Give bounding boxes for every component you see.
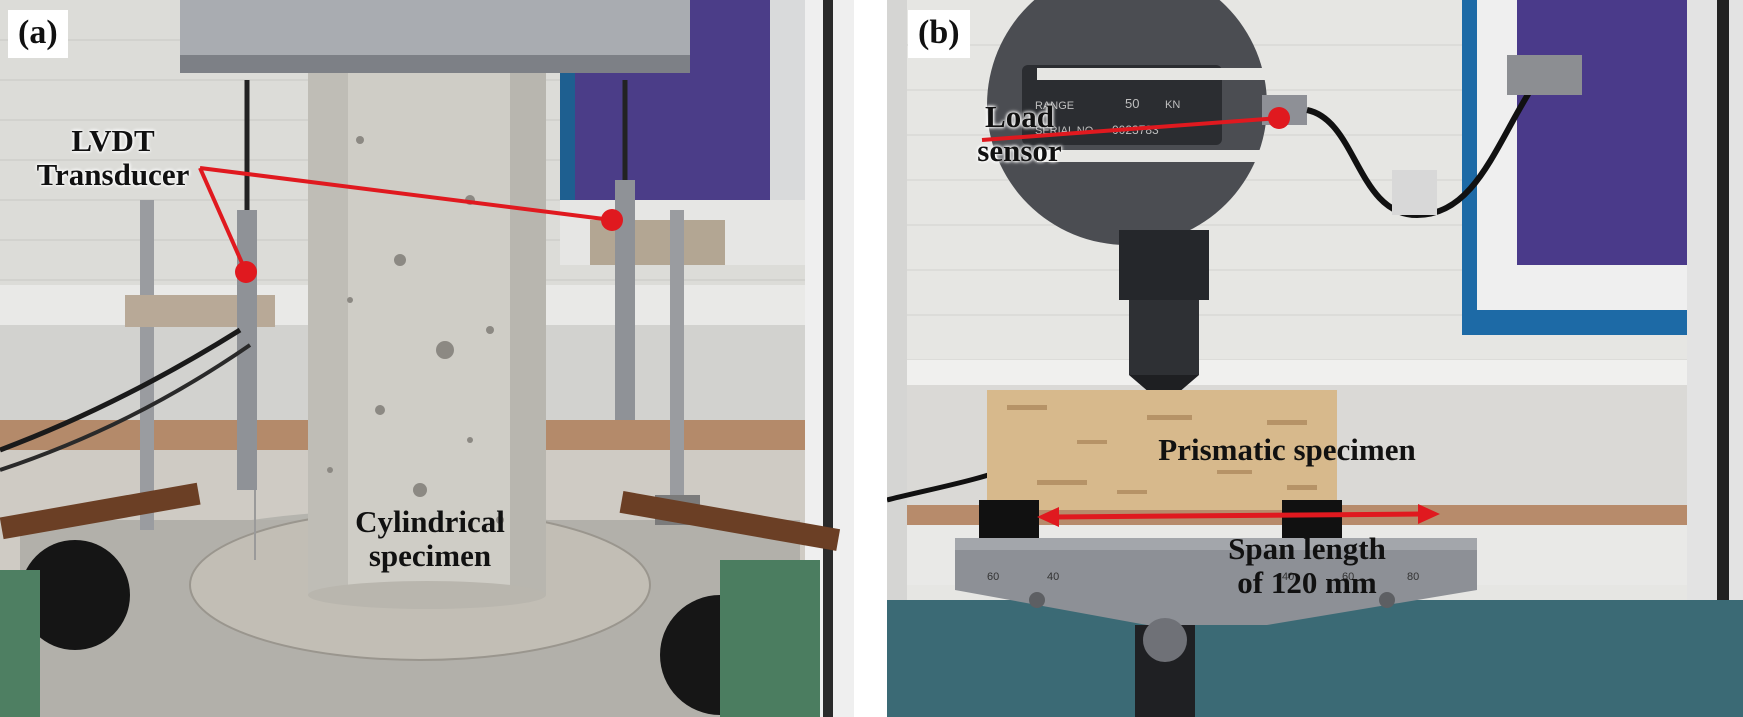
ruler-tick-2: 40	[1047, 571, 1059, 583]
cylinder-label-text: Cylindrical specimen	[355, 504, 505, 573]
ruler-tick-3: 40	[1282, 571, 1294, 583]
plate-range-unit: KN	[1165, 99, 1180, 111]
span-label: Span length of 120 mm	[1202, 532, 1412, 600]
panel-a-photo: (a) LVDT Transducer Cylindrical specimen	[0, 0, 854, 717]
prism-test-photo: RANGE 50 KN SERIAL NO 0023783 60	[887, 0, 1743, 717]
lvdt-label-text: LVDT Transducer	[36, 123, 190, 192]
cylinder-test-photo	[0, 0, 854, 717]
ruler-tick-4: 60	[1342, 571, 1354, 583]
ruler-tick-5: 80	[1407, 571, 1419, 583]
plate-range-label: RANGE	[1035, 100, 1074, 112]
load-sensor-label: Load sensor	[957, 100, 1082, 168]
prism-label-text: Prismatic specimen	[1158, 432, 1416, 467]
plate-range-value: 50	[1125, 96, 1139, 111]
prism-label: Prismatic specimen	[1132, 433, 1442, 467]
panel-b-photo: RANGE 50 KN SERIAL NO 0023783 60	[887, 0, 1743, 717]
load-sensor-label-text: Load sensor	[977, 99, 1062, 168]
lvdt-label: LVDT Transducer	[18, 124, 208, 192]
panel-b-tag: (b)	[908, 10, 970, 58]
ruler-tick-1: 60	[987, 571, 999, 583]
span-label-text: Span length of 120 mm	[1228, 531, 1386, 600]
plate-serial-value: 0023783	[1112, 123, 1159, 137]
panel-a-tag: (a)	[8, 10, 68, 58]
cylinder-label: Cylindrical specimen	[330, 505, 530, 573]
